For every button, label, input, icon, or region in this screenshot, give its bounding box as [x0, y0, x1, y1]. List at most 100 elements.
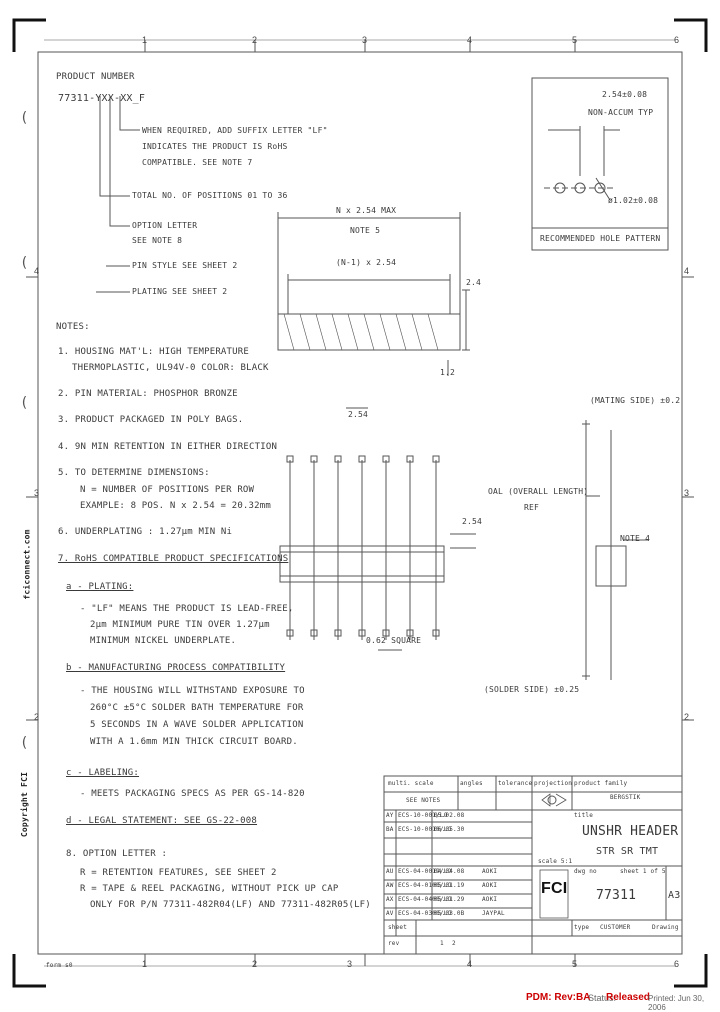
product-number-heading: PRODUCT NUMBER	[56, 72, 135, 82]
note-line: MINIMUM NICKEL UNDERPLATE.	[90, 636, 237, 646]
rev-row: ECS-10-0010/LO	[398, 826, 452, 833]
callout-plating: PLATING SEE SHEET 2	[132, 287, 228, 296]
form-note: form s0	[46, 962, 73, 969]
rev-row: AY	[386, 812, 394, 819]
callout-positions: TOTAL NO. OF POSITIONS 01 TO 36	[132, 191, 288, 200]
rev-row: ECS-04-0100/LO	[398, 882, 452, 889]
zone-letter-right: 4	[684, 266, 690, 276]
zone-letter-left: 2	[34, 712, 40, 722]
zone-number-top: 1	[142, 35, 148, 45]
zone-number-top: 4	[467, 35, 473, 45]
note-line: N = NUMBER OF POSITIONS PER ROW	[80, 485, 255, 495]
dim-1-2: 1.2	[440, 368, 456, 377]
hole-pitch-note: NON-ACCUM TYP	[588, 108, 654, 117]
dim-2-54-top: 2.54	[348, 410, 369, 419]
dim-n-max: N x 2.54 MAX	[336, 206, 397, 215]
side-copyright: Copyright FCI	[20, 771, 30, 838]
footer-status-value: Released	[606, 992, 650, 1003]
callout-pin-style: PIN STYLE SEE SHEET 2	[132, 261, 238, 270]
note-line: 260°C ±5°C SOLDER BATH TEMPERATURE FOR	[90, 703, 304, 713]
notes-heading: NOTES:	[56, 322, 90, 332]
rev-row: JAYPAL	[482, 910, 505, 917]
tb-title-label: title	[574, 812, 594, 819]
zone-number-bottom: 2	[252, 959, 258, 969]
rev-row: AV	[386, 910, 394, 917]
tb-sheet-label: sheet	[388, 924, 408, 931]
tb-title-line1: UNSHR HEADER	[582, 824, 679, 839]
corner-mark-tl	[12, 18, 46, 52]
tb-scale: scale 5:1	[538, 858, 573, 865]
dim-note5: NOTE 5	[350, 226, 381, 235]
hole-pitch-dim: 2.54±0.08	[602, 90, 648, 99]
rev-row: 05.02.08	[434, 812, 465, 819]
zone-number-bottom: 3	[347, 959, 353, 969]
fci-logo	[539, 869, 569, 919]
footer-printed: Printed: Jun 30, 2006	[648, 994, 705, 1012]
tb-dwg-label: dwg no	[574, 868, 597, 875]
zone-number-bottom: 5	[572, 959, 578, 969]
tb-header: multi. scale	[388, 780, 434, 787]
note-line: THERMOPLASTIC, UL94V-0 COLOR: BLACK	[72, 363, 269, 373]
rev-row: AX	[386, 896, 394, 903]
zone-number-bottom: 6	[674, 959, 680, 969]
rev-row: 05.01.19	[434, 882, 465, 889]
callout-suffix-3: COMPATIBLE. SEE NOTE 7	[142, 158, 253, 167]
note-line: R = RETENTION FEATURES, SEE SHEET 2	[80, 868, 277, 878]
callout-option-note: SEE NOTE 8	[132, 236, 183, 245]
tb-see-notes: SEE NOTES	[406, 797, 441, 804]
rev-row: ECS-04-0400/LO	[398, 896, 452, 903]
tb-rev-value: 1	[440, 940, 444, 947]
note-line: - MEETS PACKAGING SPECS AS PER GS-14-820	[80, 789, 305, 799]
rev-row: AOKI	[482, 882, 498, 889]
note-line: EXAMPLE: 8 POS. N x 2.54 = 20.32mm	[80, 501, 272, 511]
dim-overall-length: OAL (OVERALL LENGTH)	[488, 487, 589, 496]
corner-mark-bl	[12, 954, 46, 988]
header-front-view	[279, 545, 445, 583]
zone-letter-left: 4	[34, 266, 40, 276]
rev-row: 06.05.30	[434, 826, 465, 833]
dim-n-minus: (N-1) x 2.54	[336, 258, 397, 267]
note-line: 2. PIN MATERIAL: PHOSPHOR BRONZE	[58, 389, 238, 399]
tb-family-code: BERGSTIK	[610, 794, 641, 801]
dim-note4: NOTE 4	[620, 534, 651, 543]
pin-row-top	[286, 455, 440, 640]
dim-pin-square: 0.62 SQUARE	[366, 636, 422, 645]
rev-row: AW	[386, 882, 394, 889]
footer-pdm: PDM: Rev:BA	[526, 992, 591, 1003]
tb-sheet-of: sheet 1 of 5	[620, 868, 666, 875]
note-line: ONLY FOR P/N 77311-482R04(LF) AND 77311-…	[90, 900, 371, 910]
zone-letter-right: 3	[684, 488, 690, 498]
tb-rev-value: 2	[452, 940, 456, 947]
tb-header: product family	[574, 780, 628, 787]
note-line: b - MANUFACTURING PROCESS COMPATIBILITY	[66, 663, 286, 673]
tb-dwg-number: 77311	[596, 888, 637, 903]
zone-number-bottom: 1	[142, 959, 148, 969]
binding-hole-icon: (	[20, 395, 29, 411]
rev-row: 05.01.29	[434, 896, 465, 903]
note-line: 1. HOUSING MAT'L: HIGH TEMPERATURE	[58, 347, 250, 357]
rev-row: 05.03.0B	[434, 910, 465, 917]
zone-number-top: 3	[362, 35, 368, 45]
callout-suffix-1: WHEN REQUIRED, ADD SUFFIX LETTER "LF"	[142, 126, 328, 135]
note-line: R = TAPE & REEL PACKAGING, WITHOUT PICK …	[80, 884, 339, 894]
rev-row: ECS-04-0019/LO	[398, 868, 452, 875]
tb-type-label: type	[574, 924, 590, 931]
dim-solder-side: (SOLDER SIDE) ±0.25	[484, 685, 580, 694]
zone-letter-left: 3	[34, 488, 40, 498]
tb-type: CUSTOMER	[600, 924, 631, 931]
product-number-code: 77311-YXX-XX_F	[58, 93, 146, 104]
rev-row: BA	[386, 826, 394, 833]
note-line: c - LABELING:	[66, 768, 140, 778]
note-line: 6. UNDERPLATING : 1.27μm MIN Ni	[58, 527, 233, 537]
zone-number-bottom: 4	[467, 959, 473, 969]
tb-type2: Drawing	[652, 924, 679, 931]
callout-option-letter: OPTION LETTER	[132, 221, 198, 230]
tb-header: tolerance	[498, 780, 533, 787]
note-line: 7. RoHS COMPATIBLE PRODUCT SPECIFICATION…	[58, 554, 289, 564]
note-line: WITH A 1.6mm MIN THICK CIRCUIT BOARD.	[90, 737, 298, 747]
note-line: 8. OPTION LETTER :	[66, 849, 168, 859]
zone-number-top: 2	[252, 35, 258, 45]
note-line: - "LF" MEANS THE PRODUCT IS LEAD-FREE,	[80, 604, 294, 614]
fci-logo-mark: FCI	[541, 880, 568, 897]
